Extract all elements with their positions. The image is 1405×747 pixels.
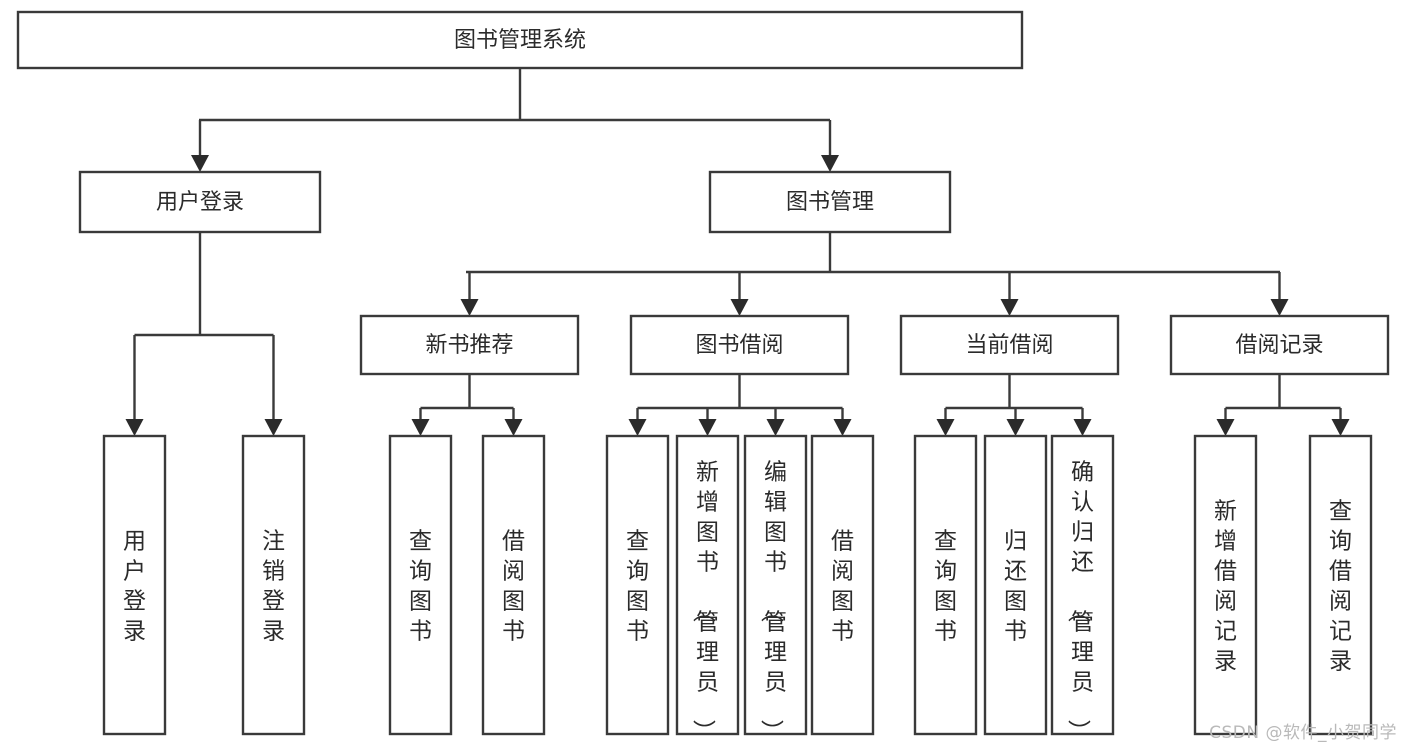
node-user-login[interactable]: 用户登录 bbox=[78, 170, 322, 234]
leaf-leaf-return-book[interactable]: 归还图书 bbox=[983, 434, 1048, 736]
node-label-user-login: 用户登录 bbox=[156, 190, 244, 215]
leaf-label-leaf-edit-book: 编辑图书（管理员） bbox=[758, 459, 787, 742]
node-box-user-login bbox=[78, 170, 322, 234]
leaf-leaf-borrow-book-1[interactable]: 借阅图书 bbox=[481, 434, 546, 736]
leaf-label-leaf-add-book: 新增图书（管理员） bbox=[690, 459, 719, 742]
arrow-head-icon-leaf-add-book bbox=[698, 419, 717, 436]
leaf-leaf-edit-book[interactable]: 编辑图书（管理员） bbox=[743, 434, 808, 742]
leaf-label-leaf-add-record: 新增借阅记录 bbox=[1214, 498, 1237, 674]
arrow-head-icon-leaf-query-book-3 bbox=[936, 419, 955, 436]
leaf-leaf-add-record[interactable]: 新增借阅记录 bbox=[1193, 434, 1258, 736]
arrow-head-icon-leaf-query-book-1 bbox=[411, 419, 430, 436]
leaf-label-leaf-borrow-book-2: 借阅图书 bbox=[831, 528, 854, 644]
node-current-borrow[interactable]: 当前借阅 bbox=[899, 314, 1120, 376]
arrow-head-icon-leaf-borrow-book-1 bbox=[504, 419, 523, 436]
arrow-head-icon-borrow-record bbox=[1270, 299, 1289, 316]
leaf-box-leaf-query-book-3 bbox=[913, 434, 978, 736]
leaf-box-leaf-query-record bbox=[1308, 434, 1373, 736]
leaf-label-leaf-query-record: 查询借阅记录 bbox=[1329, 498, 1352, 674]
node-label-new-book-recommend: 新书推荐 bbox=[425, 333, 513, 358]
leaf-box-leaf-borrow-book-1 bbox=[481, 434, 546, 736]
arrow-head-icon-book-manage bbox=[821, 155, 839, 172]
leaf-label-leaf-query-book-1: 查询图书 bbox=[409, 528, 432, 644]
leaf-box-leaf-borrow-book-2 bbox=[810, 434, 875, 736]
arrow-head-icon-book-borrow bbox=[730, 299, 749, 316]
leaf-label-leaf-return-book: 归还图书 bbox=[1004, 528, 1027, 644]
node-label-book-borrow: 图书借阅 bbox=[695, 333, 783, 358]
leaf-leaf-query-book-2[interactable]: 查询图书 bbox=[605, 434, 670, 736]
leaf-box-leaf-user-login bbox=[102, 434, 167, 736]
leaf-box-leaf-confirm-return bbox=[1050, 434, 1115, 736]
arrow-head-icon-new-book-recommend bbox=[460, 299, 479, 316]
leaf-leaf-query-record[interactable]: 查询借阅记录 bbox=[1308, 434, 1373, 736]
leaf-box-leaf-return-book bbox=[983, 434, 1048, 736]
node-box-borrow-record bbox=[1169, 314, 1390, 376]
leaf-label-leaf-borrow-book-1: 借阅图书 bbox=[502, 528, 525, 644]
arrow-head-icon-leaf-confirm-return bbox=[1073, 419, 1092, 436]
leaf-leaf-query-book-1[interactable]: 查询图书 bbox=[388, 434, 453, 736]
leaf-leaf-confirm-return[interactable]: 确认归还（管理员） bbox=[1050, 434, 1115, 742]
arrow-head-icon-leaf-return-book bbox=[1006, 419, 1025, 436]
leaf-label-leaf-query-book-2: 查询图书 bbox=[626, 528, 649, 644]
node-box-root bbox=[16, 10, 1024, 70]
arrow-head-icon-leaf-edit-book bbox=[766, 419, 785, 436]
node-box-book-borrow bbox=[629, 314, 850, 376]
node-box-current-borrow bbox=[899, 314, 1120, 376]
leaf-label-leaf-user-login: 用户登录 bbox=[123, 528, 146, 644]
node-root[interactable]: 图书管理系统 bbox=[16, 10, 1024, 70]
leaf-label-leaf-logout: 注销登录 bbox=[262, 528, 285, 644]
node-box-new-book-recommend bbox=[359, 314, 580, 376]
leaf-leaf-add-book[interactable]: 新增图书（管理员） bbox=[675, 434, 740, 742]
node-borrow-record[interactable]: 借阅记录 bbox=[1169, 314, 1390, 376]
leaf-box-leaf-query-book-2 bbox=[605, 434, 670, 736]
arrow-head-icon-leaf-add-record bbox=[1216, 419, 1235, 436]
leaf-box-leaf-logout bbox=[241, 434, 306, 736]
leaf-leaf-logout[interactable]: 注销登录 bbox=[241, 434, 306, 736]
arrow-head-icon-leaf-query-record bbox=[1331, 419, 1350, 436]
node-book-borrow[interactable]: 图书借阅 bbox=[629, 314, 850, 376]
node-label-borrow-record: 借阅记录 bbox=[1235, 333, 1323, 358]
node-label-current-borrow: 当前借阅 bbox=[965, 333, 1053, 358]
arrow-head-icon-leaf-query-book-2 bbox=[628, 419, 647, 436]
leaf-label-leaf-query-book-3: 查询图书 bbox=[934, 528, 957, 644]
leaf-leaf-borrow-book-2[interactable]: 借阅图书 bbox=[810, 434, 875, 736]
node-label-root: 图书管理系统 bbox=[454, 28, 586, 53]
leaf-box-leaf-edit-book bbox=[743, 434, 808, 736]
leaf-box-leaf-add-record bbox=[1193, 434, 1258, 736]
arrow-head-icon-leaf-logout bbox=[264, 419, 283, 436]
arrow-head-icon-current-borrow bbox=[1000, 299, 1019, 316]
connectors-layer bbox=[125, 68, 1350, 436]
arrow-head-icon-user-login bbox=[191, 155, 209, 172]
leaf-label-leaf-confirm-return: 确认归还（管理员） bbox=[1065, 459, 1094, 742]
node-label-book-manage: 图书管理 bbox=[786, 190, 874, 215]
leaf-box-leaf-add-book bbox=[675, 434, 740, 736]
arrow-head-icon-leaf-user-login bbox=[125, 419, 144, 436]
node-book-manage[interactable]: 图书管理 bbox=[708, 170, 952, 234]
node-box-book-manage bbox=[708, 170, 952, 234]
arrow-head-icon-leaf-borrow-book-2 bbox=[833, 419, 852, 436]
nodes-layer: 图书管理系统用户登录图书管理新书推荐图书借阅当前借阅借阅记录用户登录注销登录查询… bbox=[16, 10, 1390, 742]
leaf-box-leaf-query-book-1 bbox=[388, 434, 453, 736]
node-new-book-recommend[interactable]: 新书推荐 bbox=[359, 314, 580, 376]
leaf-leaf-query-book-3[interactable]: 查询图书 bbox=[913, 434, 978, 736]
leaf-leaf-user-login[interactable]: 用户登录 bbox=[102, 434, 167, 736]
